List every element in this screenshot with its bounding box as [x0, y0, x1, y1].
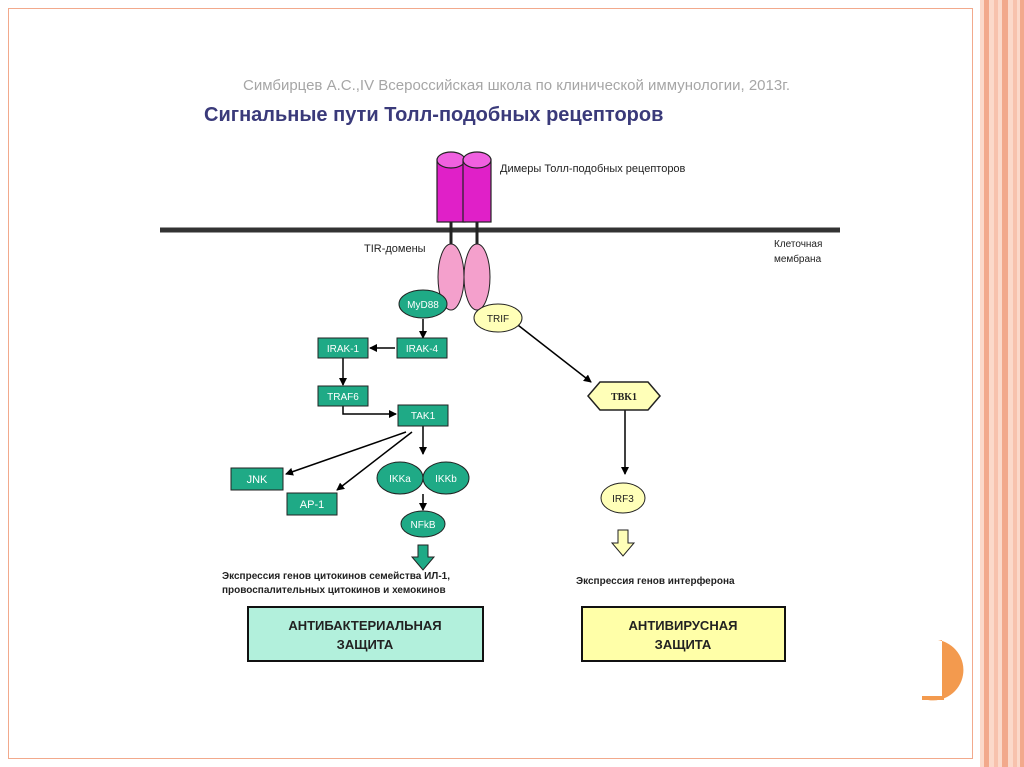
node-ikka-label: IKKa [389, 474, 411, 485]
irf3-output-arrow [610, 529, 636, 557]
receptor-dimers-label: Димеры Толл-подобных рецепторов [500, 163, 686, 175]
nfkb-output-arrow [410, 544, 436, 571]
node-ikkb-label: IKKb [435, 474, 457, 485]
node-tbk1-label: TBK1 [611, 392, 637, 403]
node-tak1-label: TAK1 [411, 411, 436, 422]
node-irak4-label: IRAK-4 [406, 344, 439, 355]
node-ikkb: IKKb [422, 461, 470, 495]
tir-domains [437, 243, 491, 311]
node-irak4: IRAK-4 [396, 337, 448, 359]
node-trif-label: TRIF [487, 314, 509, 325]
slide-title: Сигнальные пути Толл-подобных рецепторов [204, 104, 664, 126]
node-jnk: JNK [230, 467, 284, 491]
node-ikka: IKKa [376, 461, 424, 495]
decorative-stripes [980, 0, 1024, 767]
node-myd88: MyD88 [398, 289, 448, 319]
il1-expression-line1: Экспрессия генов цитокинов семейства ИЛ-… [222, 571, 450, 582]
node-nfkb-label: NFkB [411, 520, 436, 531]
node-irf3: IRF3 [600, 482, 646, 514]
antibacterial-defense-box: АНТИБАКТЕРИАЛЬНАЯ ЗАЩИТА [247, 606, 484, 662]
tir-domains-label: TIR-домены [364, 243, 426, 255]
antiviral-defense-box: АНТИВИРУСНАЯ ЗАЩИТА [581, 606, 786, 662]
pathway-arrows [285, 319, 629, 511]
interferon-expression-label: Экспрессия генов интерферона [576, 575, 735, 587]
node-irak1: IRAK-1 [317, 337, 369, 359]
antiviral-line2: ЗАЩИТА [655, 637, 712, 652]
node-tak1: TAK1 [397, 404, 449, 427]
tlr-dimer-receptors [436, 151, 492, 245]
antibacterial-line2: ЗАЩИТА [337, 637, 394, 652]
cell-membrane-label-line1: Клеточная [774, 239, 822, 250]
antibacterial-line1: АНТИБАКТЕРИАЛЬНАЯ [288, 618, 441, 633]
cell-membrane-label-line2: мембрана [774, 253, 822, 265]
node-myd88-label: MyD88 [407, 300, 439, 311]
node-ap1-label: AP-1 [300, 499, 324, 511]
node-ap1: AP-1 [286, 492, 338, 516]
antiviral-line1: АНТИВИРУСНАЯ [629, 618, 738, 633]
node-trif: TRIF [473, 303, 523, 333]
il1-expression-line2: провоспалительных цитокинов и хемокинов [222, 585, 446, 596]
node-nfkb: NFkB [400, 510, 446, 538]
node-tbk1: TBK1 [587, 381, 661, 411]
node-jnk-label: JNK [247, 474, 268, 486]
orange-circle-decoration [922, 640, 964, 701]
slide-subtitle: Симбирцев А.С.,IV Всероссийская школа по… [243, 77, 791, 94]
node-traf6-label: TRAF6 [327, 392, 359, 403]
node-irak1-label: IRAK-1 [327, 344, 360, 355]
slide-frame [8, 8, 973, 759]
node-traf6: TRAF6 [317, 385, 369, 407]
node-irf3-label: IRF3 [612, 494, 634, 505]
